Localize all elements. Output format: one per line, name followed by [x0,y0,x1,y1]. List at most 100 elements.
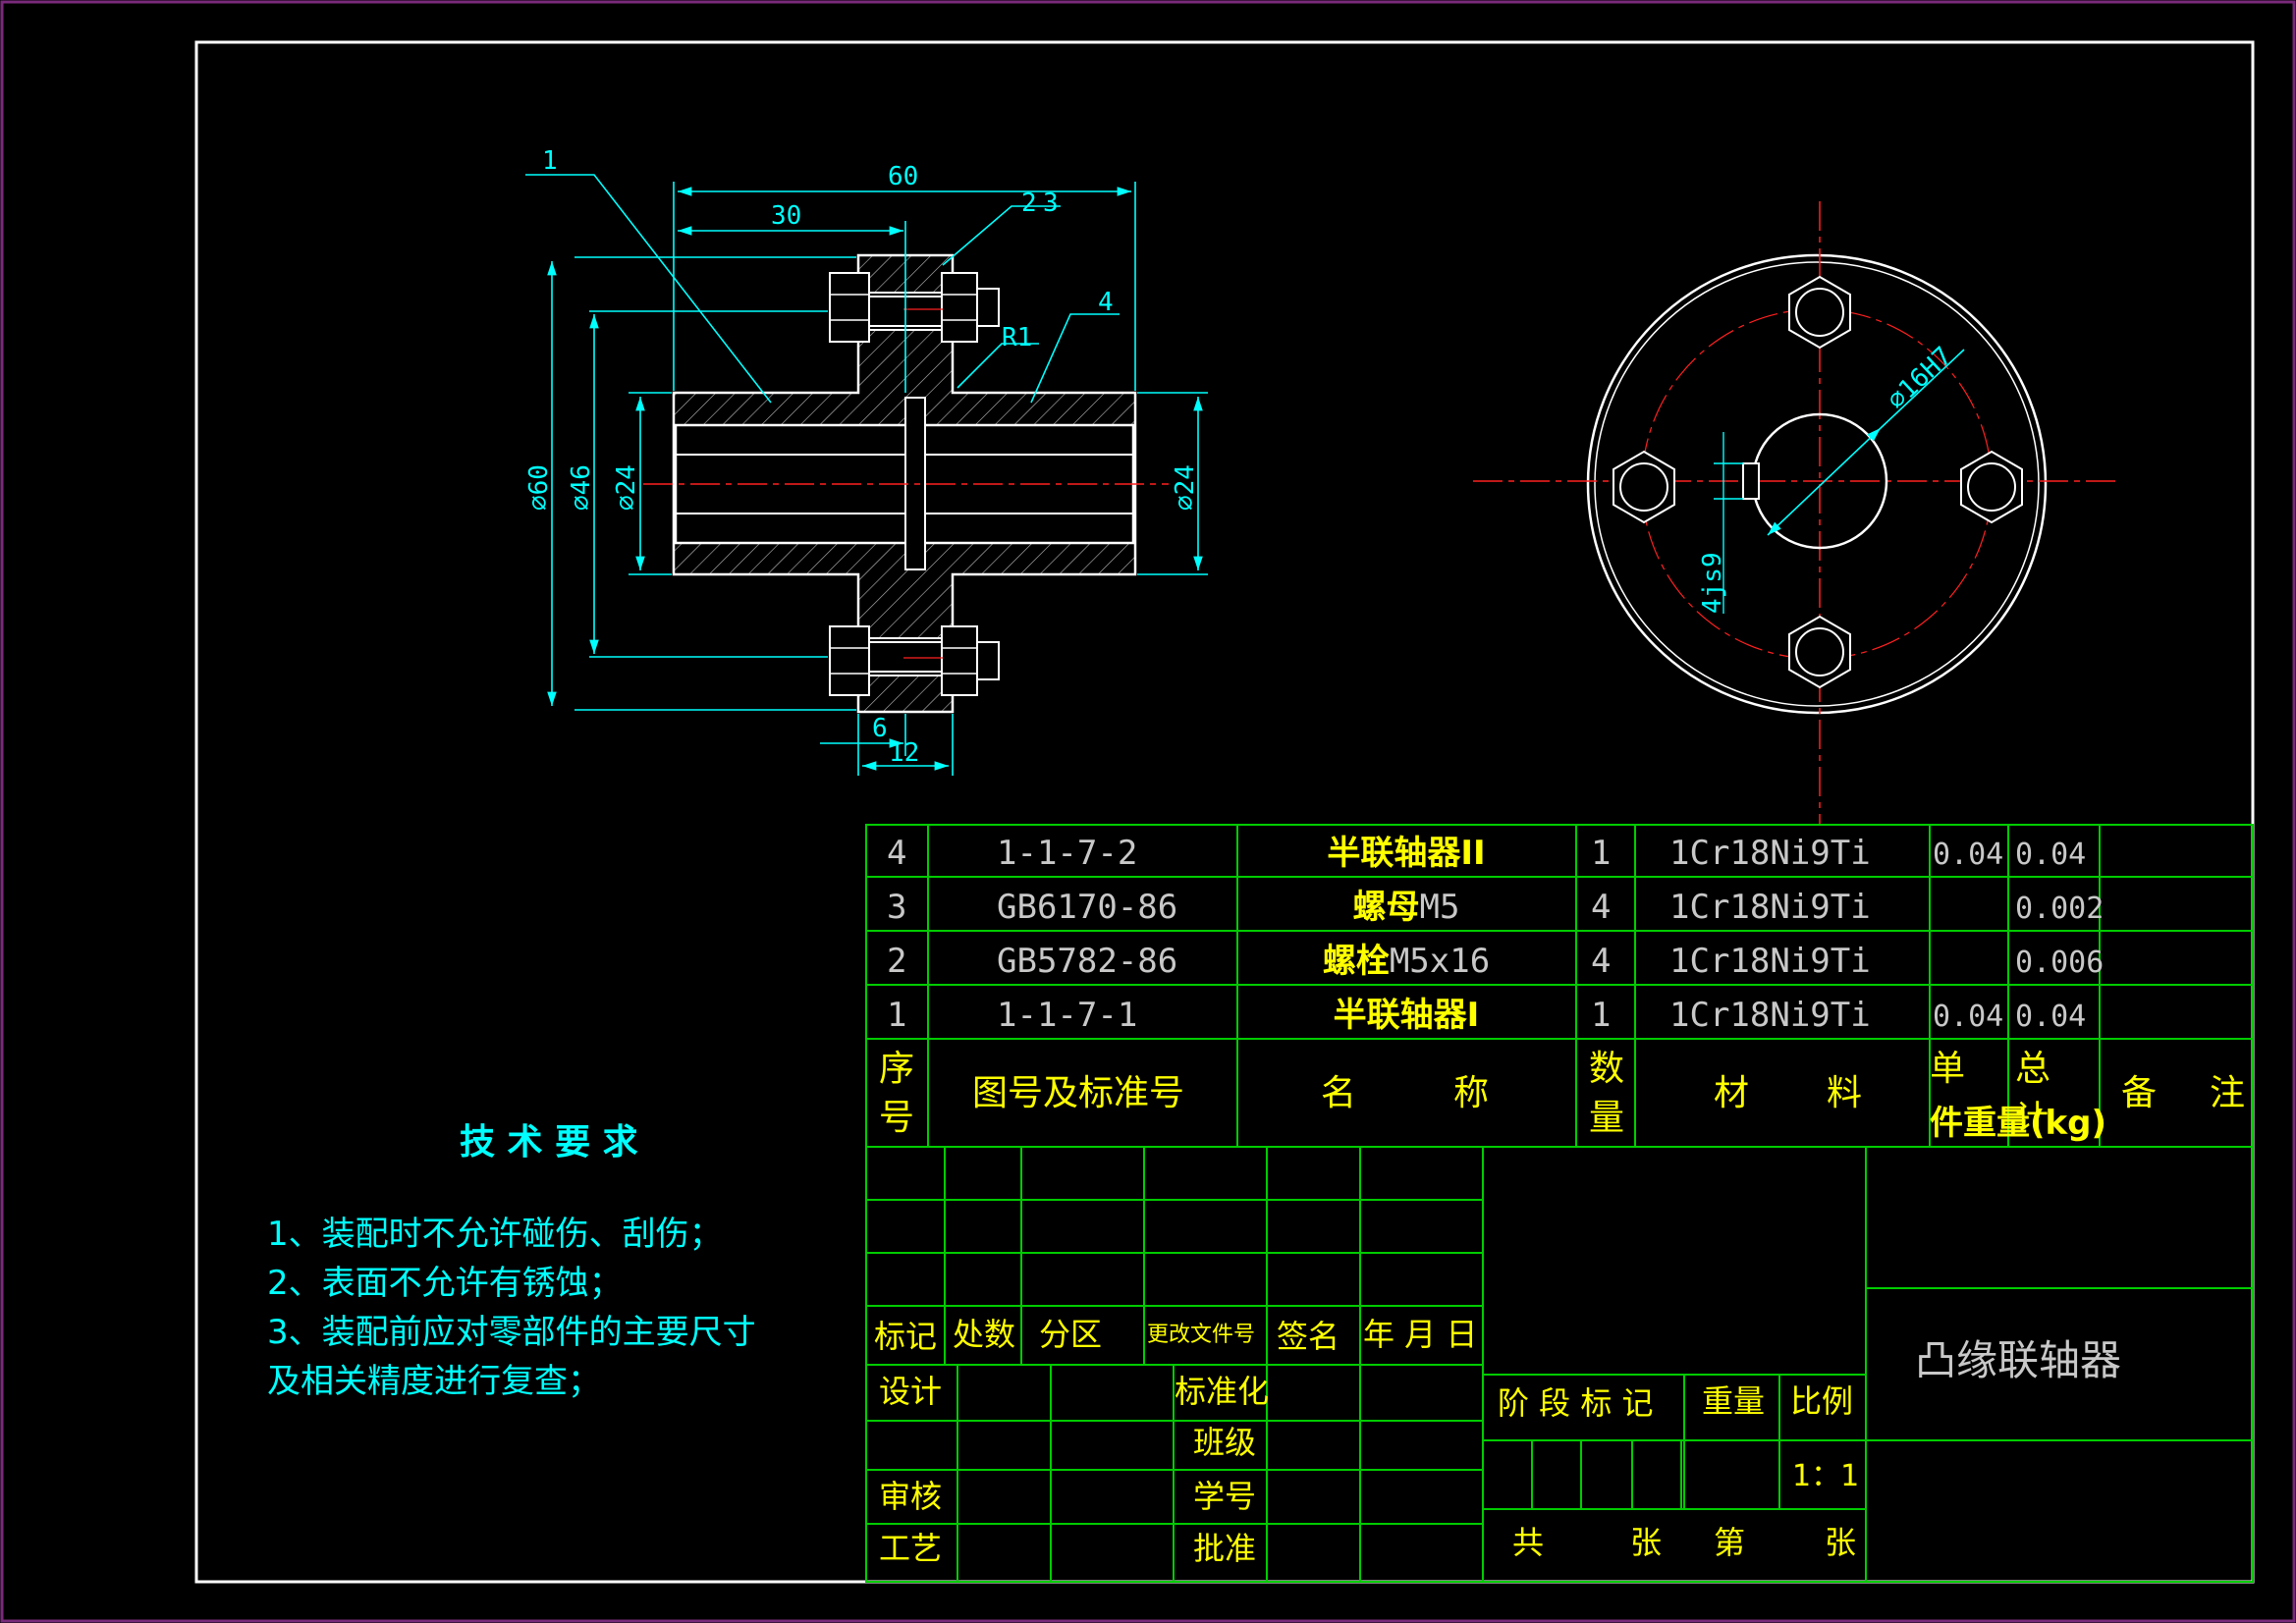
tech-requirements: 技 术 要 求 1、装配时不允许碰伤、刮伤； 2、表面不允许有锈蚀； 3、装配前… [267,1122,756,1401]
hdr-remark-b: 注 [2210,1073,2245,1113]
tb-approve: 批准 [1193,1530,1256,1567]
title-block: 标记 处数 分区 更改文件号 签名 年 月 日 设计 标准化 班级 审核 学号 … [865,1146,2254,1583]
bom-cell-material: 1Cr18Ni9Ti [1669,834,1871,873]
hdr-material-b: 料 [1827,1073,1862,1113]
balloon-4: 4 [1098,288,1114,317]
bom-table: 4 1-1-7-2 1 1Cr18Ni9Ti 0.04 0.04 半联轴器II 3 GB6170… [865,824,2254,1148]
bom-cell-code: 1-1-7-2 [997,834,1137,873]
bom-cell-qty: 1 [1591,834,1611,873]
side-view: ⌀16H7 4js9 [1473,201,2121,825]
dim-overall-length: 60 [888,162,918,191]
rev-count: 处数 [953,1316,1015,1353]
bom-cell-qty: 4 [1591,942,1611,981]
hdr-no-1: 序 [879,1049,914,1089]
dim-flange-thk: 6 [872,714,888,743]
tb-scale: 比例 [1790,1382,1853,1420]
bom-cell-no: 4 [887,834,906,873]
tb-design: 设计 [879,1373,942,1410]
hdr-weight-unit: 件重量(kg) [1930,1104,2106,1143]
dim-radius: R1 [1002,323,1032,352]
lower-bolt [829,625,1000,696]
hdr-material-a: 材 [1714,1073,1749,1113]
bom-cell-material: 1Cr18Ni9Ti [1669,888,1871,927]
hdr-code: 图号及标准号 [972,1073,1184,1113]
bom-cell-name: 半联轴器I [1334,996,1480,1035]
front-view: 1 2 3 4 60 30 R1 6 12 ⌀60 ⌀46 ⌀24 ⌀24 [524,146,1208,776]
balloon-3: 3 [1043,189,1059,218]
dim-dia-hub-right: ⌀24 [1171,464,1200,511]
dim-key: 4js9 [1698,552,1727,614]
hdr-remark-a: 备 [2121,1073,2157,1113]
bom-cell-total-weight: 0.04 [2015,838,2086,872]
bom-name-suffix: M5x16 [1390,942,1490,981]
bom-name-text: 螺母 [1353,888,1420,927]
hdr-qty-2: 量 [1589,1098,1624,1138]
bom-name-text: 螺栓 [1323,942,1390,981]
rev-zone: 分区 [1039,1316,1102,1353]
bom-cell-no: 1 [887,996,906,1035]
bom-cell-no: 2 [887,942,906,981]
rev-mark: 标记 [874,1318,937,1355]
drawing-title: 凸缘联轴器 [1915,1336,2121,1384]
bom-rows: 4 1-1-7-2 1 1Cr18Ni9Ti 0.04 0.04 半联轴器II 3 GB6170… [887,834,2104,1035]
tb-stage-mark: 阶 段 标 记 [1498,1384,1654,1422]
dim-dia-hub: ⌀24 [612,464,641,511]
dim-half-length: 30 [771,201,801,231]
tech-line-1: 1、装配时不允许碰伤、刮伤； [267,1215,723,1254]
tb-standard: 标准化 [1175,1373,1269,1410]
tech-line-4: 及相关精度进行复查； [267,1362,601,1401]
bom-cell-code: GB6170-86 [997,888,1177,927]
bom-cell-no: 3 [887,888,906,927]
bom-name-suffix: M5 [1420,888,1460,927]
balloon-2: 2 [1021,189,1037,218]
tech-title: 技 术 要 求 [460,1122,638,1163]
tb-scale-value: 1：1 [1792,1459,1859,1493]
tb-weight: 重量 [1702,1382,1765,1420]
bom-cell-total-weight: 0.006 [2015,946,2104,980]
bom-cell-unit-weight: 0.04 [1933,838,2003,872]
bom-cell-unit-weight: 0.04 [1933,1000,2003,1034]
dim-dia-bolt-circle: ⌀46 [567,464,596,511]
bom-name-text: 半联轴器II [1327,834,1485,873]
hdr-name-b: 称 [1453,1073,1489,1113]
hdr-unit: 单 [1930,1049,1965,1089]
hdr-total: 总 [2015,1049,2050,1089]
hex-nuts [1613,275,2023,689]
tb-review: 审核 [879,1478,942,1515]
hdr-weight-total: 计 [2015,1099,2049,1138]
tb-sheets: 张 [1630,1524,1662,1561]
tb-student-no: 学号 [1193,1478,1256,1515]
tb-sheet-suffix: 张 [1825,1524,1856,1561]
tb-process: 工艺 [879,1530,942,1567]
flange-outer [1586,253,2048,715]
bom-cell-name: 半联轴器II [1327,834,1485,873]
bom-name-text: 半联轴器I [1334,996,1480,1035]
tech-line-3: 3、装配前应对零部件的主要尺寸 [267,1313,756,1352]
tb-sheet-no: 第 [1714,1524,1745,1561]
bom-cell-material: 1Cr18Ni9Ti [1669,942,1871,981]
bom-cell-material: 1Cr18Ni9Ti [1669,996,1871,1035]
tb-total-sheets: 共 [1512,1524,1544,1561]
hdr-no-2: 号 [879,1098,914,1138]
bom-cell-qty: 1 [1591,996,1611,1035]
dim-bore: ⌀16H7 [1882,342,1958,415]
hdr-qty-1: 数 [1589,1049,1624,1089]
bom-cell-name: 螺栓M5x16 [1323,942,1490,981]
bom-cell-code: 1-1-7-1 [997,996,1137,1035]
hdr-name-a: 名 [1321,1073,1356,1113]
bom-cell-code: GB5782-86 [997,942,1177,981]
rev-sign: 签名 [1277,1318,1339,1355]
rev-doc: 更改文件号 [1147,1323,1255,1347]
bom-cell-name: 螺母M5 [1353,888,1460,927]
dim-dia-outer: ⌀60 [524,464,554,511]
tech-line-2: 2、表面不允许有锈蚀； [267,1264,623,1303]
dim-flange-total: 12 [889,738,919,768]
rev-date: 年 月 日 [1363,1316,1477,1353]
tb-class: 班级 [1193,1424,1256,1461]
keyway [1742,462,1760,500]
bom-cell-total-weight: 0.04 [2015,1000,2086,1034]
balloon-1: 1 [542,146,558,176]
bom-cell-total-weight: 0.002 [2015,892,2104,926]
